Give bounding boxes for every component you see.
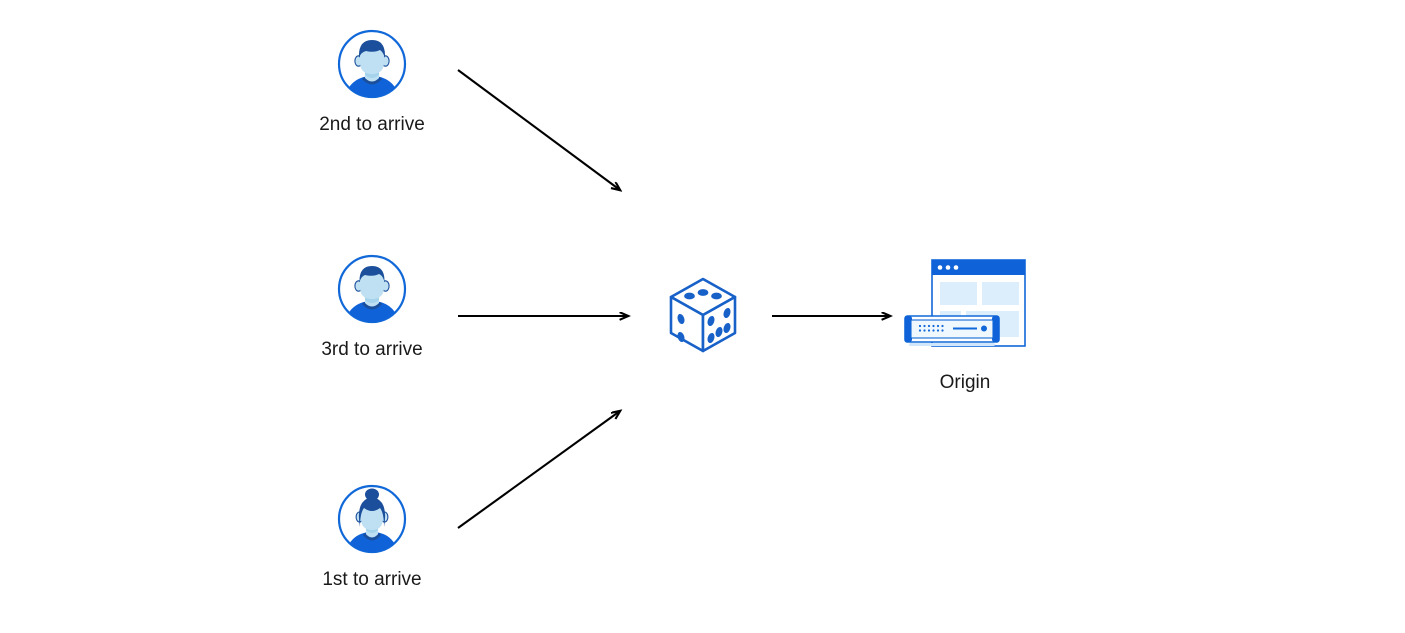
dice-icon <box>659 271 747 359</box>
node-client-1st[interactable]: 1st to arrive <box>300 483 444 592</box>
node-client-3rd[interactable]: 3rd to arrive <box>300 253 444 362</box>
user-avatar-icon <box>336 253 408 325</box>
node-randomizer[interactable] <box>659 271 747 359</box>
node-label: 1st to arrive <box>322 569 422 590</box>
user-avatar-icon <box>336 483 408 555</box>
node-label: 2nd to arrive <box>319 114 425 135</box>
edge-1st-to-dice <box>457 411 620 529</box>
edge-2nd-to-dice <box>457 69 620 190</box>
node-label: 3rd to arrive <box>321 339 423 360</box>
node-origin[interactable]: Origin <box>903 258 1027 395</box>
node-label: Origin <box>939 372 991 393</box>
origin-server-icon <box>903 258 1027 358</box>
node-client-2nd[interactable]: 2nd to arrive <box>300 28 444 137</box>
user-avatar-icon <box>336 28 408 100</box>
